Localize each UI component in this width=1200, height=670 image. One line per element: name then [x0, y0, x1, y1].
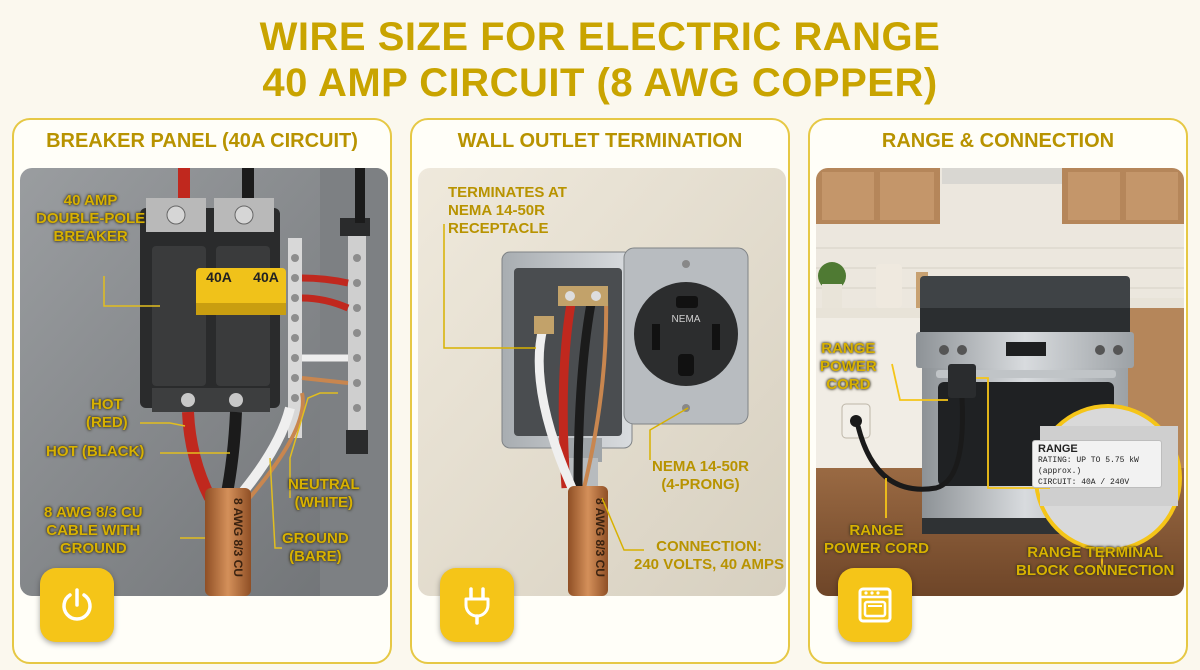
range-title: RANGE & CONNECTION	[881, 130, 1115, 152]
cable-callout: 8 AWG 8/3 CU CABLE WITH GROUND	[44, 504, 143, 557]
power-icon	[62, 588, 92, 621]
neutral-callout: NEUTRAL (WHITE)	[288, 476, 360, 511]
receptacle-text: NEMA	[672, 314, 701, 325]
title-line-2: 40 AMP CIRCUIT (8 AWG COPPER)	[262, 61, 938, 105]
cable-print-1: 8 AWG 8/3 CU	[231, 498, 245, 577]
title-line-1: WIRE SIZE FOR ELECTRIC RANGE	[259, 15, 941, 59]
plug-badge	[440, 568, 514, 642]
wall-outlet-illustration: NEMA 8 AWG 8/3 CU	[418, 168, 786, 596]
hot-red-callout: HOT (RED)	[86, 396, 128, 431]
range-card: RANGE & CONNECTION	[808, 118, 1188, 664]
receptacle-callout: NEMA 14-50R (4-PRONG)	[652, 458, 749, 493]
breaker-label-1: 40A	[206, 269, 232, 285]
wall-outlet-title: WALL OUTLET TERMINATION	[457, 130, 743, 152]
hot-black-callout: HOT (BLACK)	[46, 443, 145, 460]
oven-badge	[838, 568, 912, 642]
cord-bottom-callout: RANGE POWER CORD	[824, 522, 929, 557]
rating-label-line-1: RATING: UP TO 5.75 kW (approx.)	[1038, 456, 1139, 476]
cord-top-callout: RANGE POWER CORD	[820, 340, 877, 393]
connection-callout: CONNECTION: 240 VOLTS, 40 AMPS	[634, 538, 785, 573]
cable-print-2: 8 AWG 8/3 CU	[593, 498, 607, 577]
terminal-callout: RANGE TERMINAL BLOCK CONNECTION	[1016, 544, 1175, 579]
range-rating-label: RANGE RATING: UP TO 5.75 kW (approx.) CI…	[1032, 440, 1162, 488]
page-title: WIRE SIZE FOR ELECTRIC RANGE 40 AMP CIRC…	[0, 14, 1200, 106]
rating-label-line-2: CIRCUIT: 40A / 240V	[1038, 478, 1130, 487]
wall-outlet-card: WALL OUTLET TERMINATION	[410, 118, 790, 664]
oven-icon	[858, 587, 892, 623]
breaker-label-2: 40A	[253, 269, 279, 285]
breaker-panel-illustration: 40A 40A	[20, 168, 388, 596]
ground-callout: GROUND (BARE)	[282, 530, 349, 565]
power-badge	[40, 568, 114, 642]
breaker-panel-title: BREAKER PANEL (40A CIRCUIT)	[46, 130, 358, 152]
plug-icon	[464, 587, 490, 625]
rating-label-title: RANGE	[1038, 443, 1078, 455]
breaker-callout: 40 AMP DOUBLE-POLE BREAKER	[36, 192, 146, 245]
breaker-panel-card: BREAKER PANEL (40A CIRCUIT)	[12, 118, 392, 664]
terminates-callout: TERMINATES AT NEMA 14-50R RECEPTACLE	[448, 184, 567, 237]
